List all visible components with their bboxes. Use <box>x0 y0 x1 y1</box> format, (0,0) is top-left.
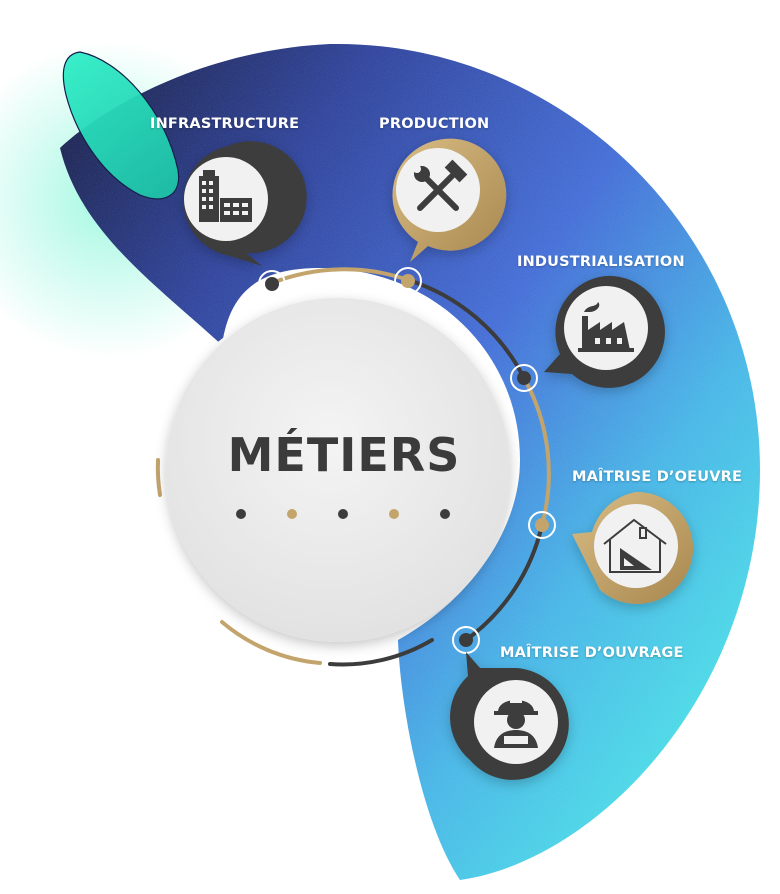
center-dot <box>287 509 297 519</box>
badge-maitrise-oeuvre[interactable] <box>572 491 694 604</box>
badge-maitrise-ouvrage[interactable] <box>450 652 569 780</box>
connector-nodes <box>258 267 556 654</box>
mint-leaf-outline <box>62 51 180 200</box>
node-infrastructure <box>258 270 286 298</box>
label-infrastructure: INFRASTRUCTURE <box>150 116 300 132</box>
node-production <box>394 267 422 295</box>
center-dot <box>338 509 348 519</box>
house-set-square-icon <box>603 518 667 573</box>
hammer-wrench-icon <box>413 159 468 211</box>
mint-leaf-shape <box>63 52 179 199</box>
label-maitrise-oeuvre: MAÎTRISE D’OEUVRE <box>572 469 743 485</box>
factory-icon <box>578 302 634 352</box>
label-industrialisation: INDUSTRIALISATION <box>517 254 685 270</box>
node-maitrise-ouvrage <box>452 626 480 654</box>
badge-production[interactable] <box>392 138 507 262</box>
inner-arc <box>271 267 551 642</box>
page-title: MÉTIERS <box>227 428 461 482</box>
node-maitrise-oeuvre <box>528 511 556 539</box>
node-industrialisation <box>510 364 538 392</box>
center-dot <box>389 509 399 519</box>
worker-helmet-icon <box>494 698 538 748</box>
center-dot <box>236 509 246 519</box>
badge-industrialisation[interactable] <box>544 275 665 388</box>
center-circle <box>166 298 510 642</box>
outer-ring <box>155 328 434 667</box>
badge-infrastructure[interactable] <box>183 141 307 266</box>
buildings-icon <box>199 170 252 222</box>
center-dot <box>440 509 450 519</box>
label-maitrise-ouvrage: MAÎTRISE D’OUVRAGE <box>500 645 684 661</box>
center-dots <box>236 509 450 519</box>
label-production: PRODUCTION <box>379 116 490 132</box>
